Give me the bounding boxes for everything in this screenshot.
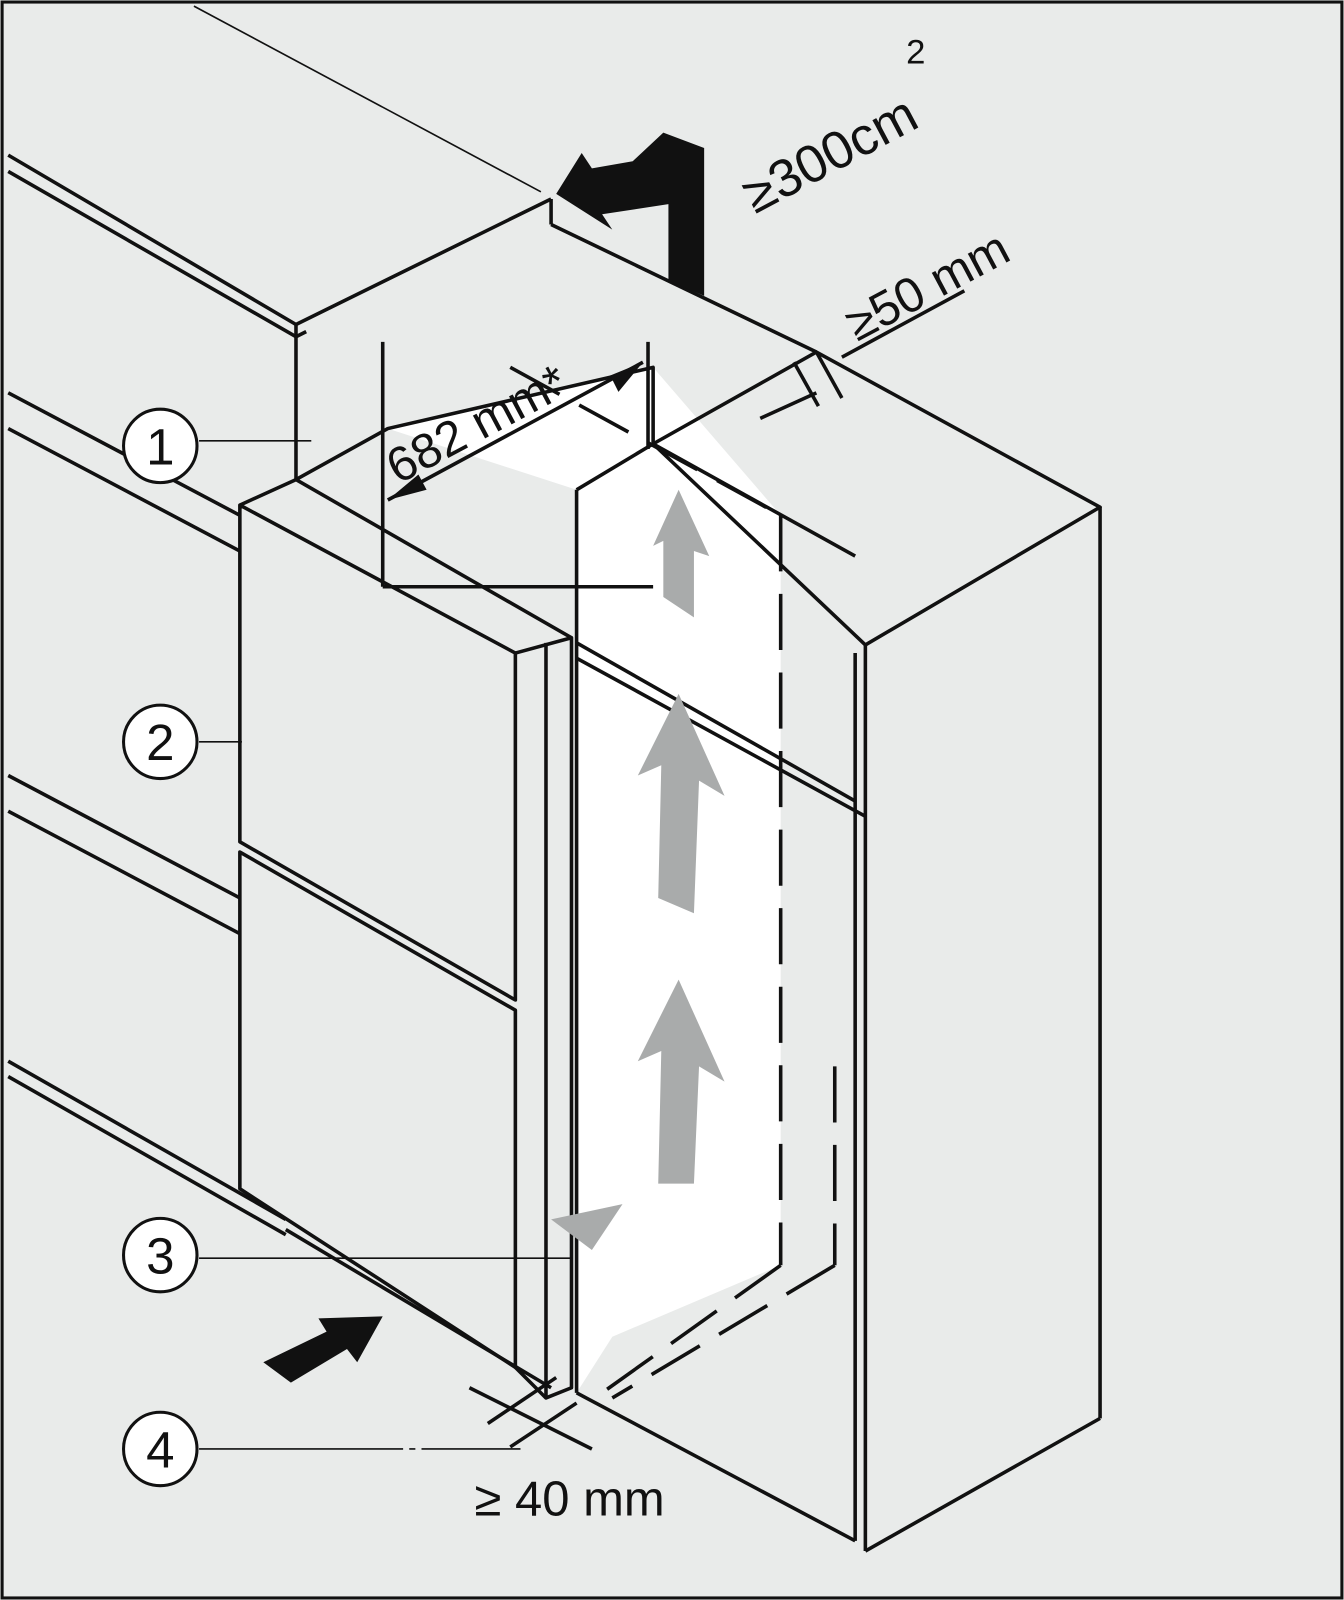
upper-cabinets bbox=[7, 5, 818, 480]
airflow-arrow-lower bbox=[637, 979, 725, 1184]
svg-text:2: 2 bbox=[146, 714, 174, 771]
callout-3: 3 bbox=[121, 1216, 572, 1294]
svg-text:4: 4 bbox=[146, 1421, 174, 1478]
side-cabinets bbox=[7, 391, 552, 1390]
airflow-arrow-upper bbox=[653, 489, 710, 618]
callout-1: 1 bbox=[121, 407, 312, 485]
appliance bbox=[238, 341, 655, 1400]
dimension-lines bbox=[386, 289, 966, 1451]
callout-4: 4 bbox=[121, 1410, 521, 1488]
airflow-arrows bbox=[551, 489, 725, 1250]
exhaust-arrow bbox=[556, 132, 705, 296]
niche-outline bbox=[509, 365, 837, 1400]
vent-area-exponent: 2 bbox=[906, 33, 925, 71]
svg-text:3: 3 bbox=[146, 1227, 174, 1284]
bottom-gap-label: ≥ 40 mm bbox=[475, 1472, 665, 1526]
svg-text:1: 1 bbox=[146, 418, 174, 475]
callout-2: 2 bbox=[121, 703, 242, 781]
intake-arrow bbox=[263, 1316, 383, 1383]
airflow-arrow-middle bbox=[637, 693, 725, 914]
